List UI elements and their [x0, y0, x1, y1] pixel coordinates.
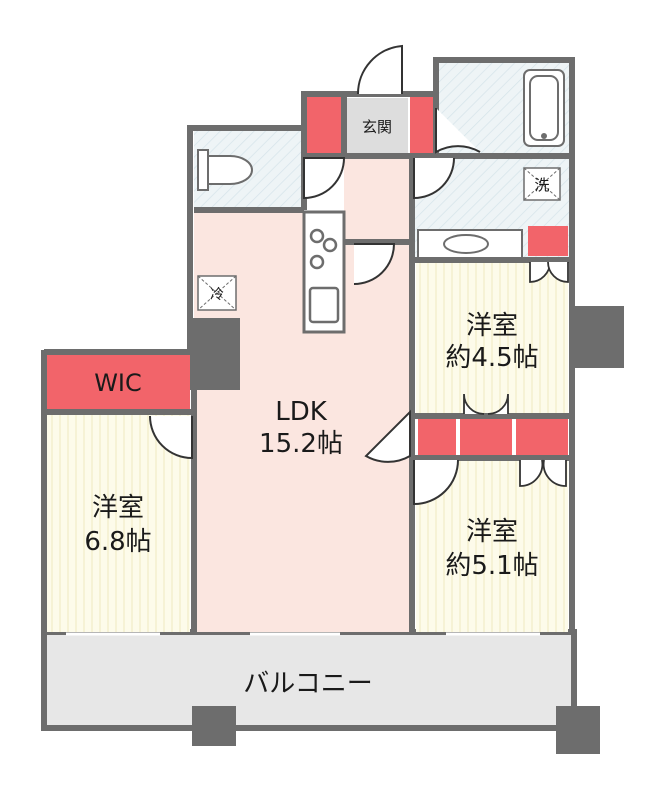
fridge-label: 冷 — [210, 287, 224, 303]
room-se-closet-2 — [460, 418, 512, 458]
room-ne-size: 約4.5帖 — [445, 343, 538, 373]
stove-burner-icon — [309, 228, 325, 244]
genkan-storage-left — [306, 96, 344, 154]
closet-doors — [463, 261, 569, 487]
column-east — [572, 306, 624, 368]
wic-label: WIC — [94, 369, 142, 397]
doors — [149, 44, 481, 506]
wash-label: 洗 — [534, 176, 549, 194]
genkan-floor — [346, 98, 408, 154]
room-se-size: 約5.1帖 — [445, 551, 538, 581]
laundry-space-icon — [523, 167, 561, 201]
balcony-pillar-left — [192, 706, 236, 746]
wash-door-icon — [413, 157, 455, 200]
bathtub-icon — [523, 69, 565, 147]
room-se-label: 洋室 — [466, 517, 518, 547]
ldk-size: 15.2帖 — [259, 429, 343, 459]
room-ne-floor — [416, 262, 568, 414]
toilet-icon — [197, 149, 253, 191]
balcony-label: バルコニー — [243, 669, 372, 699]
hall-door-icon — [353, 243, 396, 285]
genkan-label: 玄関 — [362, 118, 392, 136]
room-se-closet-1 — [418, 418, 456, 458]
room-ne-label: 洋室 — [466, 311, 518, 341]
room-west-size: 6.8帖 — [84, 527, 151, 557]
stove-burner-icon — [322, 237, 338, 253]
ldk-label: LDK — [275, 397, 328, 427]
column-center — [190, 318, 240, 390]
room-ne-closet — [528, 226, 568, 256]
balcony-floor — [41, 629, 577, 731]
fridge-space-icon — [197, 275, 237, 311]
bath-door-icon — [435, 108, 481, 154]
kitchen-sink-icon — [308, 286, 340, 324]
room-west-label: 洋室 — [92, 493, 144, 523]
genkan-storage-right — [410, 96, 434, 154]
wic-storage — [47, 352, 190, 410]
room-se-closet-3 — [516, 418, 568, 458]
wash-basin-icon — [417, 229, 523, 259]
room-west-door-icon — [149, 415, 193, 460]
ldk-floor — [194, 210, 412, 632]
entrance-door-icon — [356, 44, 403, 95]
ldk-door-icon — [364, 409, 411, 463]
balcony-pillar-right — [556, 706, 600, 754]
stove-burner-icon — [309, 254, 325, 270]
room-se-door-icon — [413, 459, 459, 506]
hall-floor — [344, 156, 412, 242]
toilet-door-icon — [303, 157, 346, 200]
